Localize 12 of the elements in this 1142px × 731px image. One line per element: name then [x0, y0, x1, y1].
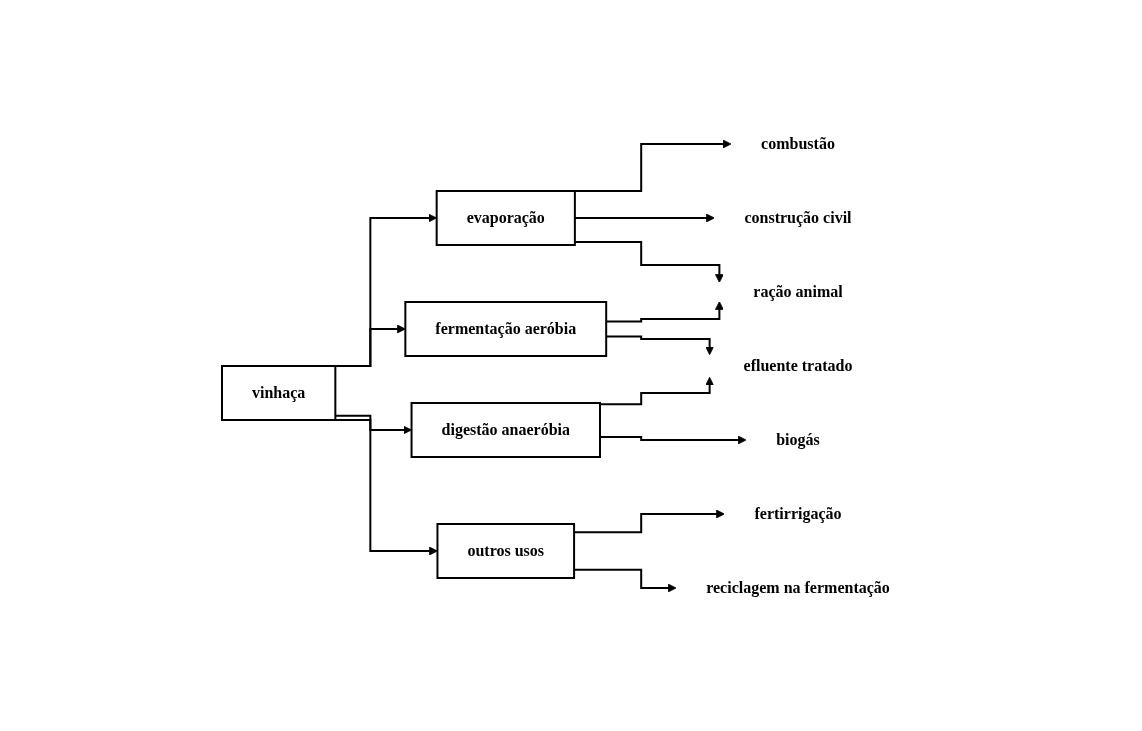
node-box: fermentação aeróbia — [404, 300, 608, 357]
node-box: outros usos — [436, 522, 576, 579]
node-text: combustão — [761, 134, 835, 152]
node-box: digestão anaeróbia — [410, 401, 602, 458]
node-box: vinhaça — [221, 364, 337, 421]
node-text: fertirrigação — [754, 504, 842, 522]
node-text: biogás — [776, 430, 820, 448]
node-text: reciclagem na fermentação — [706, 578, 890, 596]
node-text: ração animal — [753, 282, 843, 300]
node-text: efluente tratado — [743, 356, 853, 374]
node-box: evaporação — [435, 189, 576, 246]
node-text: construção civil — [744, 208, 852, 226]
